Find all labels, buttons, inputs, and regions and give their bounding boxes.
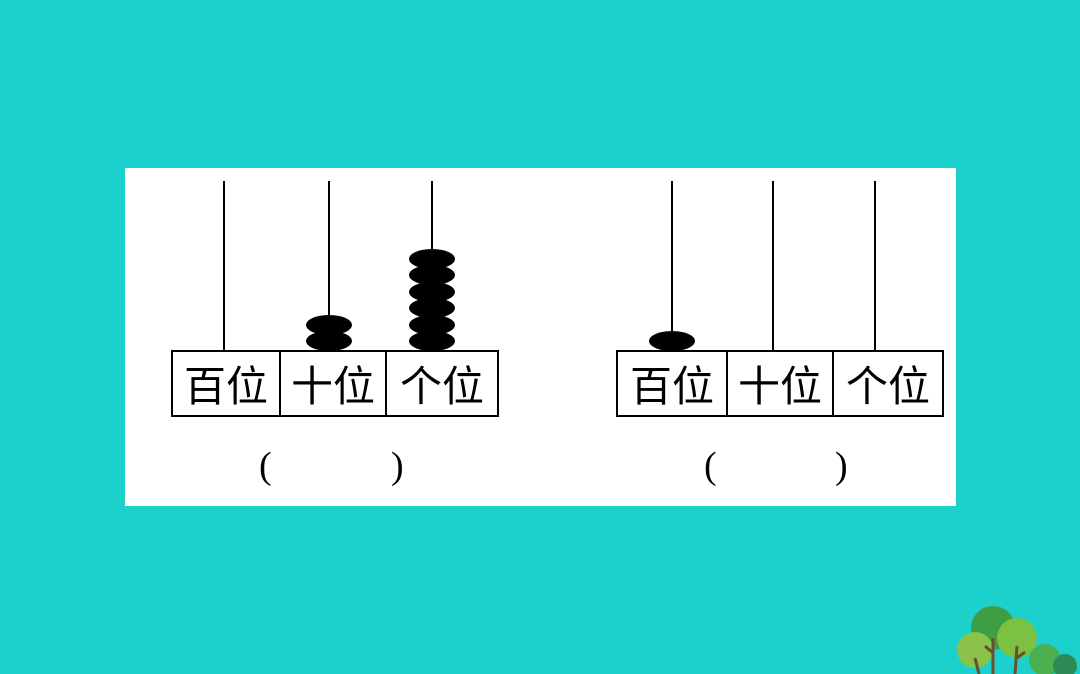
rod-hundreds <box>671 181 673 351</box>
rod-hundreds <box>223 181 225 351</box>
bead-ones <box>409 265 455 285</box>
rod-ones <box>874 181 876 351</box>
answer-open-paren: ( <box>259 445 272 487</box>
rod-tens <box>772 181 774 351</box>
exercise-panel: 百位 十位 个位 ( ) 百位 十位 个位 ( ) <box>125 168 956 506</box>
bead-ones <box>409 248 455 269</box>
answer-close-paren: ) <box>835 445 848 487</box>
label-tens: 十位 <box>726 352 832 415</box>
bead-ones <box>409 298 455 318</box>
label-tens: 十位 <box>279 352 385 415</box>
bead-ones <box>409 314 455 335</box>
label-hundreds: 百位 <box>629 362 714 411</box>
label-hundreds: 百位 <box>183 362 268 411</box>
rod-tens <box>328 181 330 351</box>
label-ones: 个位 <box>385 352 497 415</box>
bead-hundreds <box>649 331 695 351</box>
label-ones: 个位 <box>832 352 942 415</box>
tree-icon <box>957 606 1077 674</box>
place-value-labels: 百位 十位 个位 <box>171 350 499 417</box>
bead-tens <box>306 331 352 351</box>
answer-open-paren: ( <box>704 445 717 487</box>
bead-tens <box>306 314 352 335</box>
bead-ones <box>409 281 455 302</box>
place-value-labels: 百位 十位 个位 <box>616 350 944 417</box>
answer-close-paren: ) <box>391 445 404 487</box>
bead-ones <box>409 331 455 351</box>
